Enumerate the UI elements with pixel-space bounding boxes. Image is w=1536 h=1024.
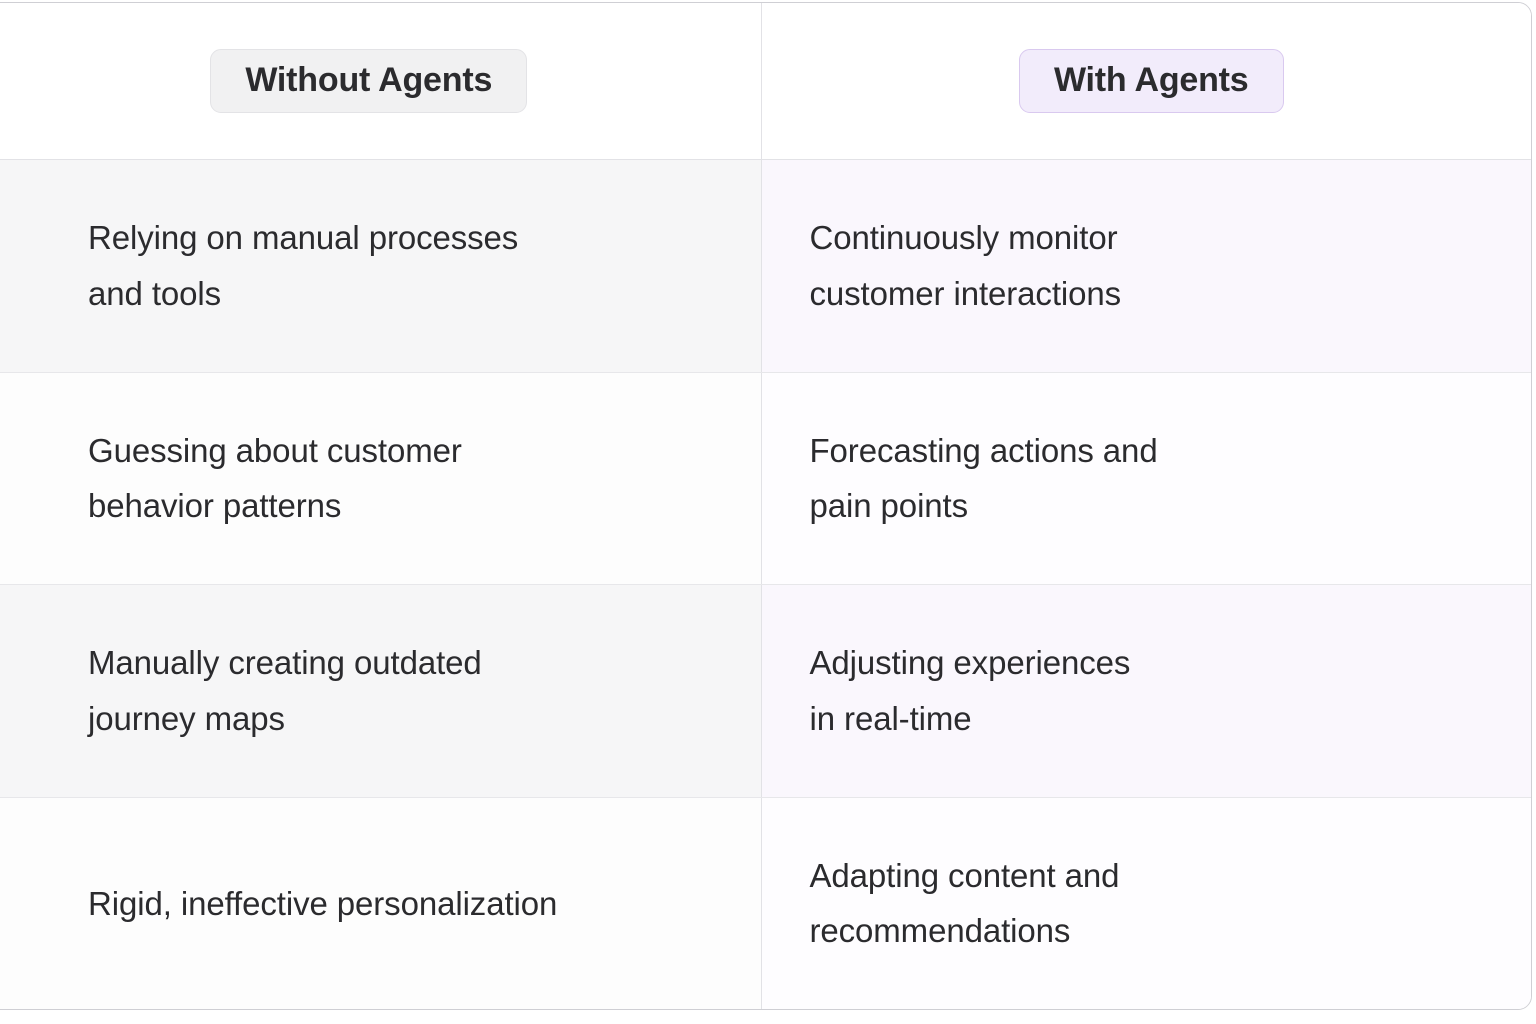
table-row: Rigid, ineffective personalization Adapt… <box>0 797 1531 1009</box>
column-header-with-agents: With Agents <box>761 3 1531 160</box>
cell-with-agents: Adapting content and recommendations <box>761 797 1531 1009</box>
column-header-without-agents: Without Agents <box>0 3 762 160</box>
cell-with-agents: Adjusting experiences in real-time <box>761 584 1531 798</box>
cell-with-agents: Continuously monitor customer interactio… <box>761 159 1531 373</box>
cell-text: Manually creating outdated journey maps <box>88 644 482 737</box>
table-header-row: Without Agents With Agents <box>0 3 1531 160</box>
cell-text: Forecasting actions and pain points <box>809 431 1158 525</box>
cell-text: Guessing about customer behavior pattern… <box>88 431 462 525</box>
cell-text: Continuously monitor customer interactio… <box>809 219 1122 312</box>
cell-with-agents: Forecasting actions and pain points <box>761 372 1531 585</box>
cell-text: Adjusting experiences in real-time <box>809 644 1131 737</box>
table-header: Without Agents With Agents <box>0 3 1531 160</box>
cell-text: Relying on manual processes and tools <box>88 219 519 312</box>
cell-text: Adapting content and recommendations <box>809 856 1120 950</box>
table-row: Manually creating outdated journey maps … <box>0 584 1531 798</box>
table-row: Relying on manual processes and tools Co… <box>0 159 1531 373</box>
cell-without-agents: Guessing about customer behavior pattern… <box>0 372 762 585</box>
comparison-table: Without Agents With Agents Relying on ma… <box>0 3 1531 1009</box>
cell-text: Rigid, ineffective personalization <box>88 884 558 922</box>
cell-without-agents: Manually creating outdated journey maps <box>0 584 762 798</box>
header-badge-without-agents: Without Agents <box>210 49 528 113</box>
cell-without-agents: Rigid, ineffective personalization <box>0 797 762 1009</box>
table-body: Relying on manual processes and tools Co… <box>0 159 1531 1009</box>
table-row: Guessing about customer behavior pattern… <box>0 372 1531 585</box>
cell-without-agents: Relying on manual processes and tools <box>0 159 762 373</box>
header-badge-with-agents: With Agents <box>1018 49 1284 113</box>
